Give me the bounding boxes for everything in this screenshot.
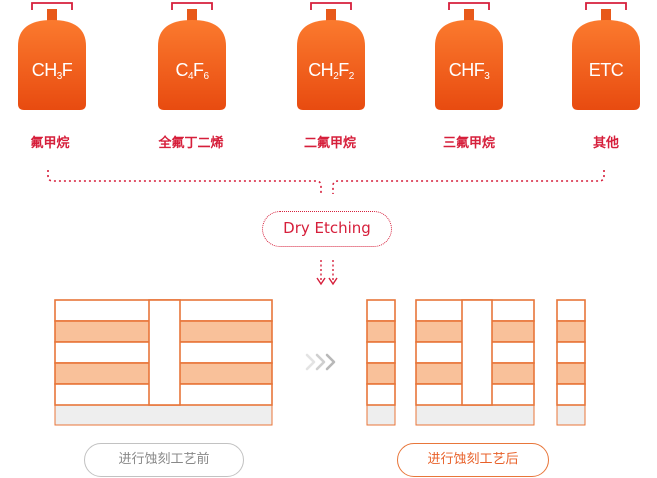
- gas-cylinders: [18, 2, 640, 110]
- double-dashed-down-arrow-icon: [316, 260, 338, 286]
- gas-formula-etc: ETC: [588, 60, 624, 80]
- wafer-stack-before: [54, 299, 273, 426]
- gas-name-other: 其他: [592, 136, 619, 151]
- gas-name-hexafluorobutadiene: 全氟丁二烯: [158, 136, 224, 151]
- gas-name-fluoromethane: 氟甲烷: [30, 136, 70, 151]
- dry-etching-label: Dry Etching: [262, 211, 392, 247]
- gas-cylinder-icon: [572, 2, 640, 110]
- wafer-stack-after: [366, 299, 586, 426]
- gas-cylinder-icon: [158, 2, 226, 110]
- gas-cylinder-icon: [18, 2, 86, 110]
- triple-chevron-right-icon: [305, 353, 336, 371]
- gas-formula-ch2f2: CH2F2: [308, 60, 354, 82]
- gas-name-trifluoromethane: 三氟甲烷: [442, 136, 495, 151]
- gas-name-difluoromethane: 二氟甲烷: [303, 136, 356, 151]
- gas-formula-chf3: CHF3: [448, 60, 490, 82]
- before-etching-label: 进行蚀刻工艺前: [84, 443, 244, 477]
- gas-cylinder-icon: [297, 2, 365, 110]
- dotted-connector: [47, 170, 605, 194]
- gas-cylinder-icon: [435, 2, 503, 110]
- after-etching-label: 进行蚀刻工艺后: [397, 443, 549, 477]
- gas-formula-ch3f: CH3F: [31, 60, 73, 82]
- gas-formula-c4f6: C4F6: [175, 60, 209, 82]
